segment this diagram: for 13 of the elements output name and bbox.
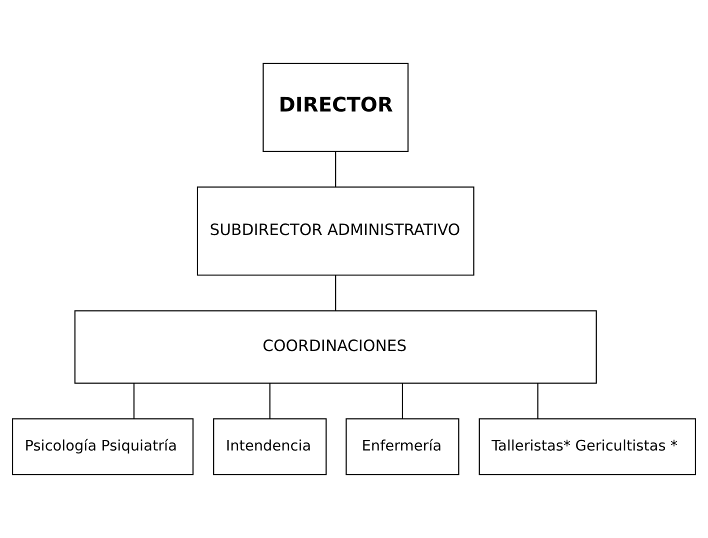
node-box: Psicología Psiquiatría: [12, 418, 194, 476]
node-box: Enfermería: [346, 418, 460, 476]
connector: [335, 275, 336, 310]
connector: [133, 383, 135, 419]
connector: [537, 383, 538, 419]
node-box: COORDINACIONES: [74, 310, 597, 384]
node-box: Intendencia: [213, 418, 327, 476]
node-box: DIRECTOR: [262, 62, 409, 152]
connector: [269, 383, 270, 419]
connector: [335, 152, 336, 187]
node-box: SUBDIRECTOR ADMINISTRATIVO: [196, 186, 474, 276]
node-box: Talleristas* Gericultistas *: [478, 418, 696, 476]
connector: [402, 383, 404, 419]
